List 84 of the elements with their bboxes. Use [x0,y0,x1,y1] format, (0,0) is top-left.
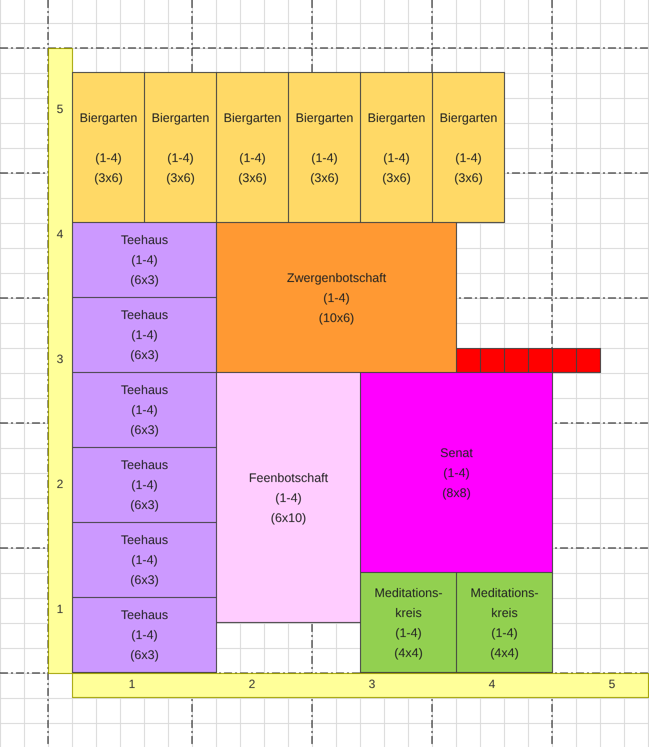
room-name: Biergarten [80,110,138,127]
small-square [552,348,577,373]
small-square [480,348,505,373]
axis-number: 5 [56,102,64,116]
room-info: (10x6) [318,310,354,327]
room-info: (8x8) [442,484,471,502]
axis-number: 4 [56,227,64,241]
room-block [72,597,217,673]
room-info: (6x3) [130,272,159,289]
small-square [528,348,553,373]
room-name: Biergarten [152,110,210,127]
room-info: (1-4) [95,150,122,167]
room-block [72,72,145,223]
room-name: Teehaus [120,307,168,324]
room-name: Biergarten [368,110,426,127]
room-block [72,522,217,598]
room-block [144,72,217,223]
room-info: (3x6) [166,170,195,187]
room-name: Senat [440,444,473,462]
room-info: (1-4) [131,402,158,419]
room-name: Feenbotschaft [248,470,328,486]
axis-number: 5 [608,677,616,691]
room-name: Biergarten [224,110,282,127]
room-info: (3x6) [238,170,267,187]
small-square [576,348,601,373]
room-info: (1-4) [131,252,158,269]
room-info: (1-4) [131,477,158,494]
room-info: (1-4) [491,624,518,642]
room-block [72,372,217,448]
room-info: (4x4) [490,644,519,662]
room-info: (6x3) [130,497,159,514]
room-name: Biergarten [296,110,354,127]
room-info: (6x3) [130,647,159,664]
axis-number: 2 [56,477,64,491]
room-block [432,72,505,223]
axis-number: 4 [488,677,496,691]
axis-number: 1 [128,677,136,691]
room-block [216,222,457,373]
room-info: (1-4) [383,150,410,167]
room-name: Meditations- kreis [469,584,540,622]
room-name: Teehaus [120,232,168,249]
room-info: (1-4) [443,464,470,482]
room-name: Meditations- kreis [373,584,444,622]
room-name: Teehaus [120,382,168,399]
room-block [360,372,553,573]
room-info: (1-4) [131,552,158,569]
room-info: (6x10) [270,510,306,527]
room-info: (1-4) [275,490,302,507]
room-info: (3x6) [382,170,411,187]
room-info: (1-4) [395,624,422,642]
small-square [456,348,481,373]
room-block [288,72,361,223]
room-block [72,447,217,523]
room-name: Zwergenbotschaft [286,270,386,287]
room-name: Teehaus [120,532,168,549]
room-block [216,72,289,223]
room-info: (1-4) [323,290,350,307]
room-info: (1-4) [455,150,482,167]
room-info: (3x6) [454,170,483,187]
room-name: Teehaus [120,457,168,474]
room-info: (6x3) [130,347,159,364]
room-block [72,222,217,298]
room-info: (1-4) [239,150,266,167]
axis-number: 3 [368,677,376,691]
room-name: Teehaus [120,607,168,624]
room-info: (3x6) [310,170,339,187]
room-block [360,572,457,673]
room-block [216,372,361,623]
axis-number: 3 [56,352,64,366]
room-info: (6x3) [130,422,159,439]
room-info: (6x3) [130,572,159,589]
room-info: (1-4) [131,627,158,644]
room-info: (1-4) [131,327,158,344]
room-info: (4x4) [394,644,423,662]
small-square [504,348,529,373]
room-block [456,572,553,673]
room-info: (1-4) [167,150,194,167]
room-info: (3x6) [94,170,123,187]
axis-number: 1 [56,602,64,616]
room-name: Biergarten [440,110,498,127]
room-block [72,297,217,373]
room-block [360,72,433,223]
room-info: (1-4) [311,150,338,167]
axis-number: 2 [248,677,256,691]
